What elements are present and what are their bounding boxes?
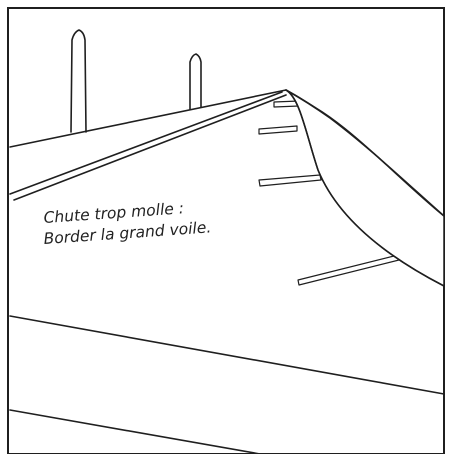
sailing-illustration: Chute trop molle : Border la grand voile… (0, 0, 450, 454)
